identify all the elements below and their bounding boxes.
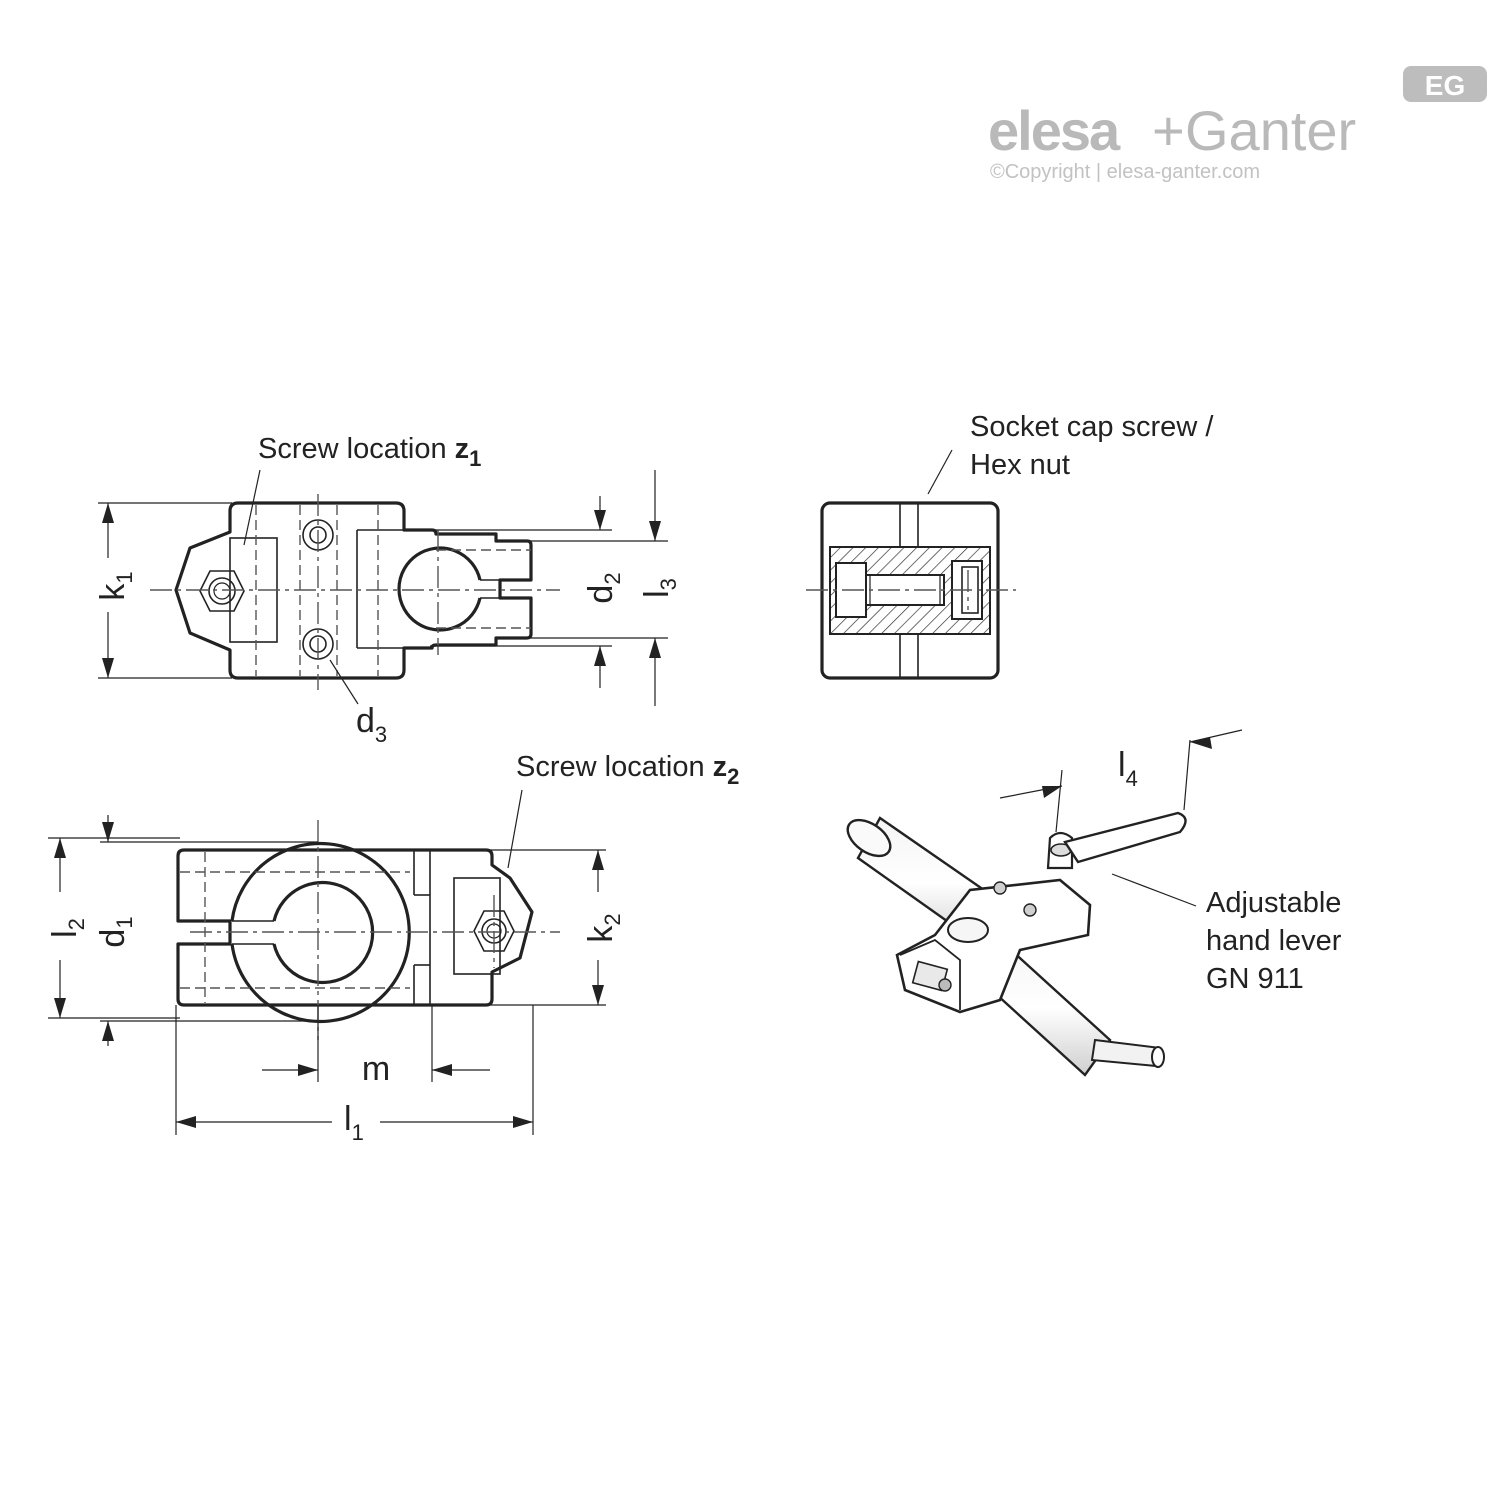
iso-hand-lever [1046,811,1187,870]
callout-socket-cap-screw: Socket cap screw / [970,411,1214,443]
logo-brand-right: Ganter [1185,99,1356,162]
logo-brand-left: elesa [988,99,1121,162]
clamp-bore [397,546,482,632]
eg-badge-text: EG [1425,70,1465,101]
front-hex-nut [473,910,515,952]
dimension-k1: k1 [94,571,137,600]
dimension-d1: d1 [94,916,137,947]
callout-hex-nut: Hex nut [970,449,1070,481]
svg-text:k1: k1 [94,571,137,600]
dimension-d3: d3 [356,702,387,747]
eg-badge [1403,66,1487,102]
dimension-m: m [362,1050,390,1088]
front-clamp-bore [272,880,375,985]
dimension-l1: l1 [344,1100,364,1145]
dimension-k2: k2 [582,913,625,942]
dimension-l3: l3 [638,578,681,598]
hex-nut [199,570,245,612]
dimension-d2: d2 [582,572,625,603]
logo-plus: + [1152,99,1185,162]
dimension-l4: l4 [1118,746,1138,791]
svg-text:d2: d2 [582,572,625,603]
svg-text:l3: l3 [638,578,681,598]
svg-text:k2: k2 [582,913,625,942]
callout-gn-911: GN 911 [1206,963,1304,995]
top-view: k1 d2 l3 d3 Screw location z1 [94,433,681,747]
callout-screw-location-z1: Screw location z1 [258,433,481,471]
svg-text:d1: d1 [94,916,137,947]
front-view: l2 d1 k2 m l1 [46,751,739,1145]
copyright-text: ©Copyright | elesa-ganter.com [990,161,1260,183]
svg-text:l2: l2 [46,918,89,938]
callout-hand-lever: hand lever [1206,925,1342,957]
callout-screw-location-z2: Screw location z2 [516,751,739,789]
callout-adjustable: Adjustable [1206,887,1341,919]
dimension-l2: l2 [46,918,89,938]
front-view-body [176,848,534,1007]
hex-nut-bore [208,577,236,605]
isometric-view: l4 Adjustable hand lever GN 911 [846,729,1342,1077]
section-view: Socket cap screw / Hex nut [806,411,1214,680]
elesa-ganter-logo: EG elesa + Ganter ©Copyright | elesa-gan… [988,66,1487,183]
